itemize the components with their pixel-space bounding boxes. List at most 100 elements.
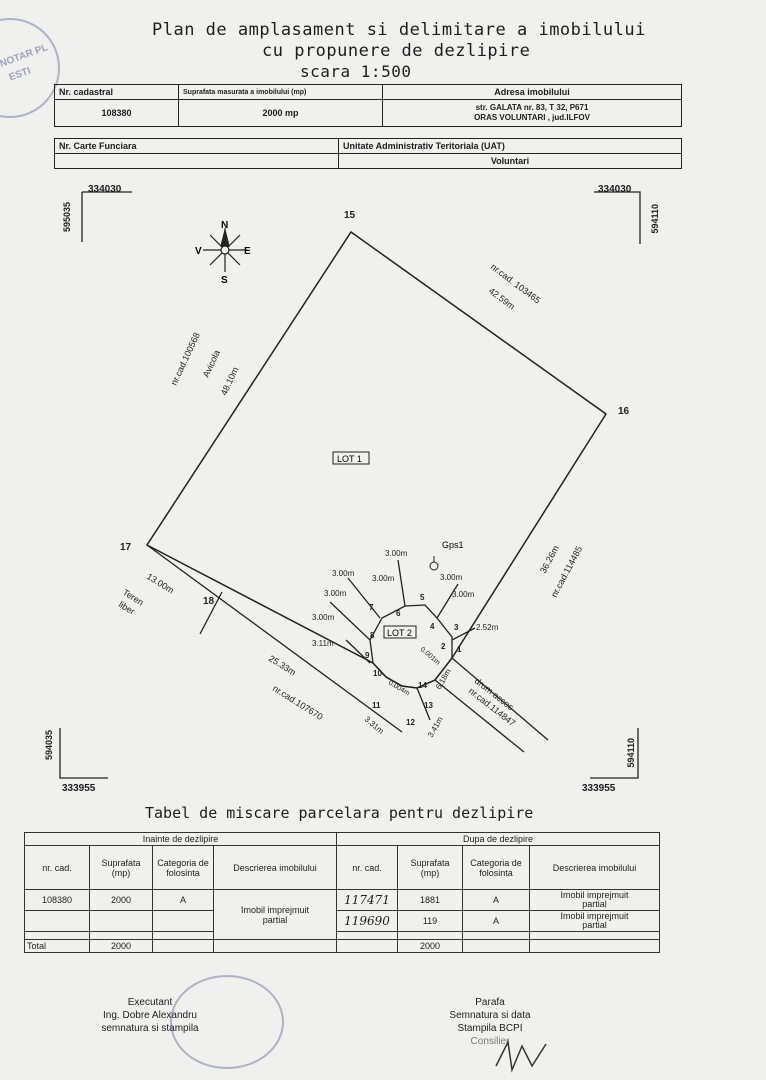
total-label: Total [24, 939, 90, 953]
before-area: 2000 [89, 889, 153, 911]
uat-value: Voluntari [338, 153, 682, 169]
before-desc-line-1: Imobil imprejmuit [240, 904, 309, 915]
after-desc-2: Imobil imprejmuit partial [529, 910, 660, 932]
label-avicola: Avicola [201, 348, 222, 378]
consilier-label: Consilier [470, 1036, 510, 1047]
point-4: 4 [430, 622, 435, 631]
point-8: 8 [370, 631, 375, 640]
after-desc-2-line-1: Imobil imprejmuit [560, 911, 629, 921]
point-2: 2 [441, 642, 446, 651]
point-11: 11 [372, 701, 381, 710]
stamp-bcpi-label: Stampila BCPI [457, 1023, 523, 1034]
point-6: 6 [396, 609, 401, 618]
executant-stamp [170, 975, 284, 1069]
total-row: Total 2000 2000 [24, 939, 660, 953]
total-before: 2000 [89, 939, 153, 953]
before-nrcad: 108380 [24, 889, 90, 911]
address-cell: str. GALATA nr. 83, T 32, P671 ORAS VOLU… [382, 99, 682, 127]
corner-mark-bottom-left [59, 728, 108, 779]
compass-n: N [221, 220, 228, 231]
movement-table-title: Tabel de miscare parcelara pentru dezlip… [145, 804, 534, 822]
address-line-1: str. GALATA nr. 83, T 32, P671 [475, 103, 589, 112]
after-nrcad-2: 119690 [336, 910, 398, 932]
col-nrcad-after: nr. cad. [336, 845, 398, 890]
after-title: Dupa de dezlipire [336, 832, 660, 846]
point-13: 13 [424, 701, 433, 710]
land-registry-table: Nr. Carte Funciara Unitate Administrativ… [54, 138, 682, 169]
col-area-after: Suprafata (mp) [397, 845, 463, 890]
after-desc-1: Imobil imprejmuit partial [529, 889, 660, 911]
col-area-before: Suprafata (mp) [89, 845, 153, 890]
col-desc-after: Descrierea imobilului [529, 845, 660, 890]
leader-d6 [451, 627, 476, 641]
label-d1: 3.00m [332, 569, 355, 578]
coord-bottom-left-x: 333955 [62, 783, 96, 794]
col-category-before: Categoria de folosinta [152, 845, 214, 890]
coord-top-right-x: 334030 [598, 184, 632, 195]
after-nrcad-1: 117471 [336, 889, 398, 911]
point-18: 18 [203, 596, 215, 607]
point-15: 15 [344, 210, 356, 221]
label-len-42-59: 42.59m [487, 286, 517, 312]
address-line-2: ORAS VOLUNTARI , jud.ILFOV [474, 113, 590, 122]
after-category-2: A [462, 910, 530, 932]
point-10: 10 [373, 669, 382, 678]
point-12: 12 [406, 718, 415, 727]
leader-d3 [345, 639, 371, 664]
label-d3: 3.00m [312, 613, 335, 622]
after-desc-2-line-2: partial [582, 920, 607, 930]
after-category-1: A [462, 889, 530, 911]
point-17: 17 [120, 542, 132, 553]
leader-d4 [397, 559, 406, 607]
label-d-3-11: 3.11m [312, 639, 334, 648]
access-road-2 [434, 679, 525, 753]
label-len-48-10: 48.10m [219, 365, 241, 396]
label-d-2-52: 2.52m [476, 623, 499, 632]
label-d7: 3.00m [452, 590, 475, 599]
col-nrcad-before: nr. cad. [24, 845, 90, 890]
cadastral-info-table: Nr. cadastral Suprafata masurata a imobi… [54, 84, 682, 127]
executant-signature-block: Executant Ing. Dobre Alexandru semnatura… [60, 996, 240, 1035]
point-14: 14 [418, 681, 427, 690]
table-row: 119690 119 A Imobil imprejmuit partial [24, 910, 660, 932]
leader-d5 [436, 583, 459, 619]
executant-name: Ing. Dobre Alexandru [103, 1010, 197, 1021]
col-category-after: Categoria de folosinta [462, 845, 530, 890]
label-len-13-00: 13.00m [145, 571, 176, 595]
point-9: 9 [365, 651, 370, 660]
before-desc-line-2: partial [262, 914, 288, 925]
scale-label: scara 1:500 [300, 62, 412, 81]
label-nrcad-107670: nr.cad.107670 [271, 683, 325, 722]
point-3: 3 [454, 623, 459, 632]
executant-sign-label: semnatura si stampila [101, 1023, 199, 1034]
col-desc-before: Descrierea imobilului [213, 845, 337, 890]
gps-label: Gps1 [442, 540, 464, 550]
after-desc-1-line-2: partial [582, 899, 607, 909]
access-road-3 [416, 687, 431, 721]
label-d4: 3.00m [385, 549, 408, 558]
cadastral-value: 108380 [54, 99, 179, 127]
title-line-2: cu propunere de dezlipire [262, 41, 531, 61]
area-value: 2000 mp [178, 99, 383, 127]
coord-bottom-right-x: 333955 [582, 783, 616, 794]
label-d5: 3.00m [372, 574, 395, 583]
after-area-1: 1881 [397, 889, 463, 911]
label-len-36-26: 36.26m [538, 544, 561, 575]
lot2-box [383, 625, 417, 639]
lot1-box [332, 451, 370, 465]
before-desc: Imobil imprejmuit partial [213, 889, 337, 940]
lot1-label: LOT 1 [337, 454, 362, 464]
label-d2: 3.00m [324, 589, 347, 598]
point-7: 7 [369, 603, 374, 612]
corner-mark-top-right [594, 191, 641, 244]
gps-icon [429, 561, 439, 571]
coord-top-left-x: 334030 [88, 184, 122, 195]
corner-mark-bottom-right [590, 728, 639, 779]
compass-s: S [221, 275, 228, 286]
title-line-1: Plan de amplasament si delimitare a imob… [152, 20, 646, 40]
handwritten-signature [495, 1039, 547, 1073]
registrar-signature-block: Parafa Semnatura si data Stampila BCPI C… [420, 996, 560, 1048]
line-18 [199, 591, 223, 635]
label-d6: 3.00m [440, 573, 463, 582]
